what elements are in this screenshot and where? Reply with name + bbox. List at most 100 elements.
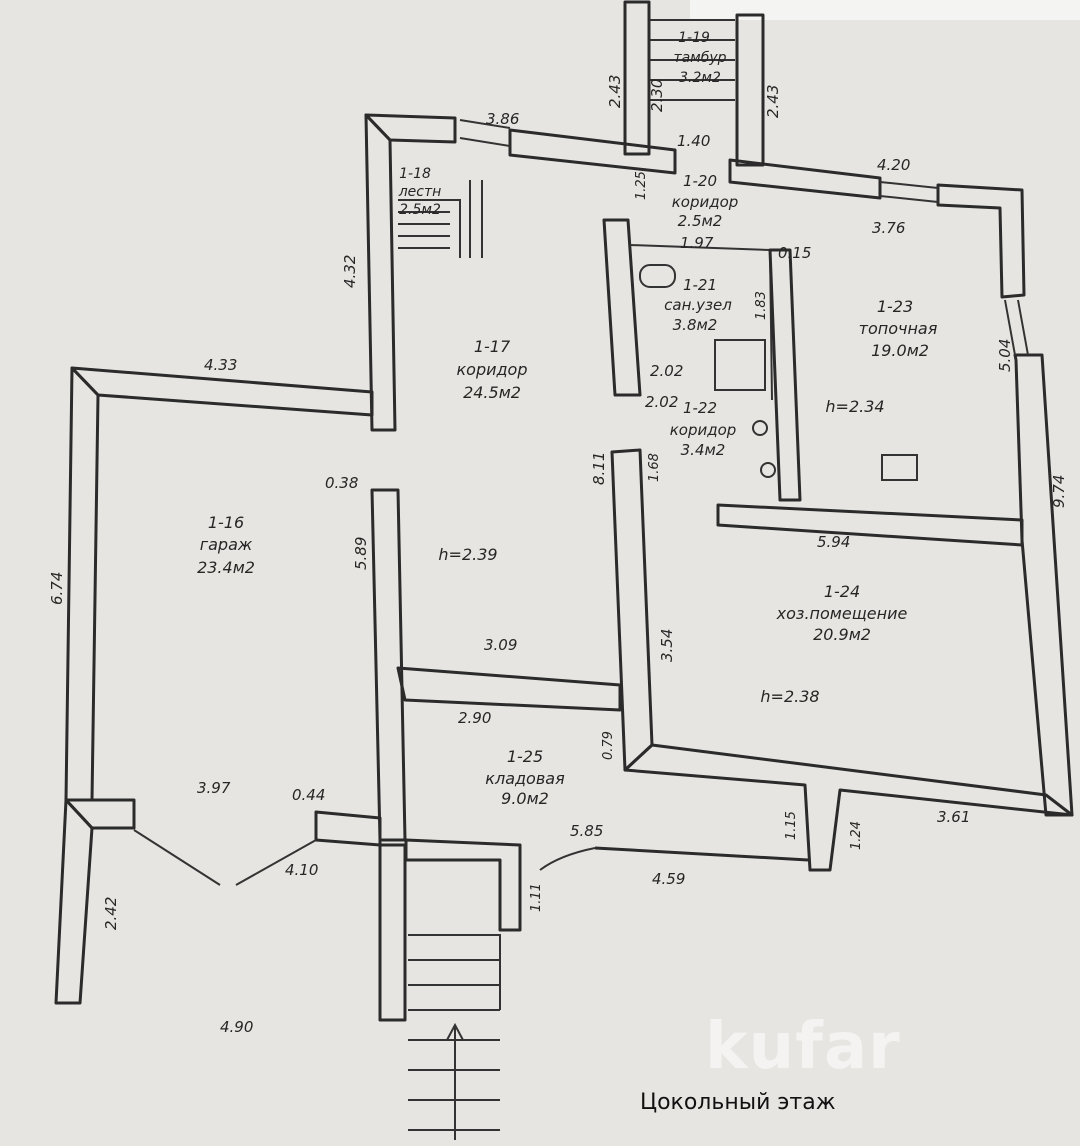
dim-label: 5.85 bbox=[570, 822, 603, 840]
dim-label: 2.30 bbox=[648, 79, 666, 112]
dim-label: 2.02 bbox=[645, 393, 678, 411]
wall-right-outer bbox=[1013, 353, 1074, 817]
room-1-22-name: коридор bbox=[670, 421, 737, 439]
kufar-watermark: kufar bbox=[705, 1010, 901, 1084]
dim-label: 4.33 bbox=[204, 356, 237, 374]
room-1-18-name: лестн bbox=[398, 184, 442, 200]
wall-tambour-left bbox=[623, 0, 651, 156]
room-labels: 1-16 гараж 23.4м2 1-17 коридор 24.5м2 h=… bbox=[197, 30, 938, 808]
sanuzel-fixture bbox=[714, 339, 766, 391]
window-top-right bbox=[879, 181, 939, 203]
room-1-17-name: коридор bbox=[456, 360, 527, 379]
plan-caption: Цокольный этаж bbox=[640, 1090, 836, 1115]
dim-label: 0.38 bbox=[325, 474, 358, 492]
dim-label: 2.42 bbox=[102, 897, 120, 930]
wall-top-center bbox=[508, 128, 677, 175]
garage-door-swing bbox=[133, 829, 317, 886]
stairs-1-18 bbox=[398, 180, 483, 258]
paper-edge bbox=[690, 0, 1080, 20]
stairs-entry bbox=[408, 934, 501, 1140]
dim-label: 6.74 bbox=[48, 572, 66, 605]
dim-label: 3.61 bbox=[937, 808, 970, 826]
wall-top-right-b bbox=[936, 183, 1026, 299]
room-1-23-area: 19.0м2 bbox=[871, 341, 929, 360]
dim-label: 1.11 bbox=[529, 883, 544, 912]
room-1-18-area: 2.5м2 bbox=[399, 202, 441, 218]
room-1-17-area: 24.5м2 bbox=[463, 383, 521, 402]
room-1-23-id: 1-23 bbox=[877, 297, 913, 316]
wall-storeroom-bottom bbox=[623, 743, 1074, 872]
room-1-20-area: 2.5м2 bbox=[678, 212, 723, 230]
dim-label: 0.44 bbox=[292, 786, 325, 804]
room-1-19-area: 3.2м2 bbox=[679, 70, 721, 86]
room-1-23-name: топочная bbox=[859, 319, 938, 338]
wall-topochnaya-bottom bbox=[716, 503, 1024, 547]
room-1-19-id: 1-19 bbox=[678, 30, 710, 46]
dim-label: 1.15 bbox=[784, 811, 799, 840]
dim-label: 4.20 bbox=[877, 156, 910, 174]
room-1-25-id: 1-25 bbox=[507, 747, 543, 766]
dim-label: 9.74 bbox=[1050, 475, 1068, 508]
wall-corridor-bottom bbox=[396, 666, 622, 712]
dim-label: 5.94 bbox=[817, 533, 850, 551]
room-1-16-area: 23.4м2 bbox=[197, 558, 255, 577]
room-1-17-height: h=2.39 bbox=[438, 545, 497, 564]
room-1-19-name: тамбур bbox=[673, 50, 726, 66]
dim-label: 1.25 bbox=[634, 171, 649, 200]
room-1-22-area: 3.4м2 bbox=[681, 441, 726, 459]
dim-label: 8.11 bbox=[590, 452, 608, 485]
dim-label: 1.83 bbox=[754, 291, 769, 320]
wall-stair-block bbox=[404, 838, 522, 932]
wall-garage-left-lower bbox=[54, 798, 94, 1005]
storeroom-door-swing bbox=[539, 847, 596, 871]
wall-sanuzel-left bbox=[602, 218, 642, 397]
dim-label: 4.32 bbox=[341, 255, 359, 288]
dim-label: 3.76 bbox=[872, 219, 905, 237]
dim-label: 3.86 bbox=[486, 110, 519, 128]
dimension-labels: 3.86 1.40 4.20 3.76 2.43 2.30 2.43 4.32 … bbox=[48, 75, 1068, 1036]
dim-label: 1.97 bbox=[680, 234, 714, 252]
wall-storeroom-low bbox=[594, 846, 809, 862]
dim-label: 3.54 bbox=[658, 629, 676, 662]
meter-b bbox=[760, 462, 776, 478]
room-1-21-name: сан.узел bbox=[664, 296, 732, 314]
room-1-18-id: 1-18 bbox=[399, 166, 431, 182]
room-1-24-name: хоз.помещение bbox=[776, 604, 908, 623]
wall-topochnaya-left bbox=[768, 248, 802, 502]
dim-label: 2.43 bbox=[764, 85, 782, 118]
room-1-17-id: 1-17 bbox=[474, 337, 511, 356]
boiler-fixture bbox=[881, 454, 918, 481]
dim-label: 5.89 bbox=[352, 537, 370, 570]
dim-label: 2.43 bbox=[606, 75, 624, 108]
dim-label: 1.68 bbox=[647, 453, 662, 482]
room-1-25-name: кладовая bbox=[485, 769, 565, 788]
window-top bbox=[459, 119, 511, 147]
room-1-20-id: 1-20 bbox=[683, 172, 717, 190]
dim-label: 2.02 bbox=[650, 362, 683, 380]
room-1-24-height: h=2.38 bbox=[760, 687, 819, 706]
dim-label: 4.10 bbox=[285, 861, 318, 879]
room-1-24-id: 1-24 bbox=[824, 582, 860, 601]
dim-label: 0.79 bbox=[601, 731, 616, 760]
room-1-22-id: 1-22 bbox=[683, 399, 717, 417]
room-1-20-name: коридор bbox=[672, 193, 739, 211]
dim-label: 0.15 bbox=[778, 244, 811, 262]
room-1-16-name: гараж bbox=[200, 535, 253, 554]
wall-corridor-left bbox=[364, 113, 397, 432]
stairs-1-19 bbox=[650, 19, 735, 101]
room-1-16-id: 1-16 bbox=[208, 513, 244, 532]
wall-tambour-right bbox=[735, 13, 765, 167]
dim-label: 3.97 bbox=[197, 779, 231, 797]
window-right bbox=[1004, 299, 1029, 356]
meter-a bbox=[752, 420, 768, 436]
dim-label: 3.09 bbox=[484, 636, 517, 654]
dim-label: 2.90 bbox=[458, 709, 491, 727]
toilet-fixture bbox=[639, 264, 676, 288]
wall-stair-left bbox=[378, 843, 407, 1022]
room-1-24-area: 20.9м2 bbox=[813, 625, 871, 644]
walls bbox=[54, 0, 1074, 1022]
room-1-21-id: 1-21 bbox=[683, 276, 717, 294]
room-1-25-area: 9.0м2 bbox=[501, 789, 549, 808]
